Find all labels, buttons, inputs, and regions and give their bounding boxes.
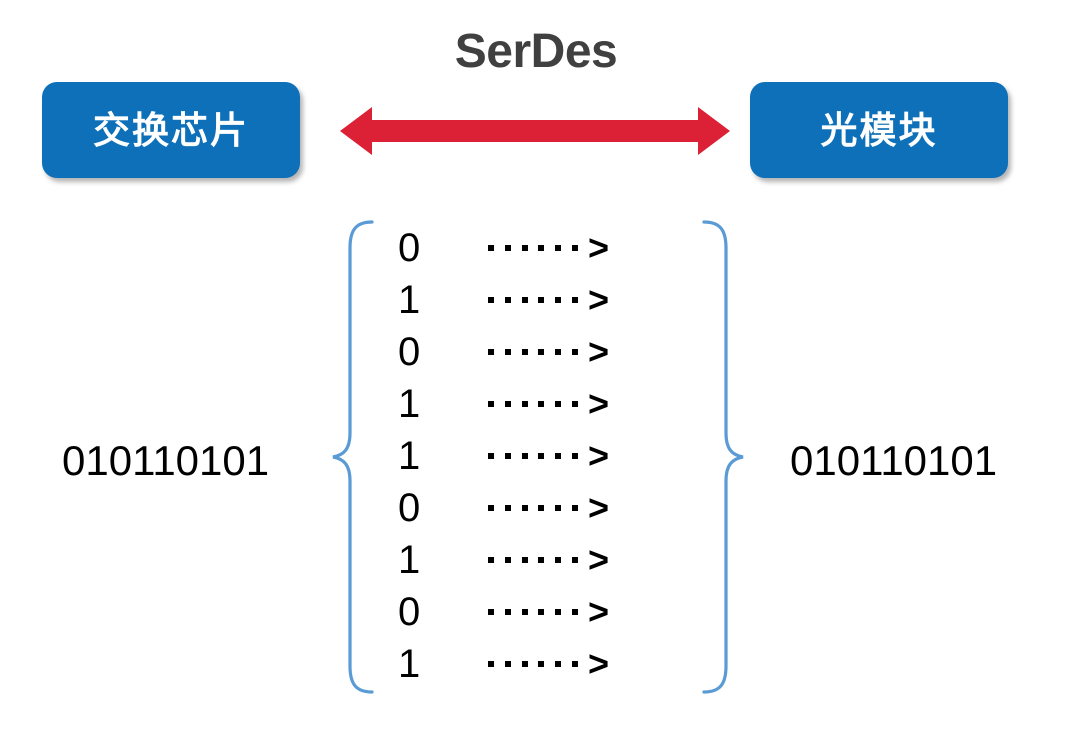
bit-lane-row: 0> (398, 482, 628, 534)
bit-value: 0 (398, 330, 421, 374)
bit-lane-row: 1> (398, 534, 628, 586)
lane-arrow-icon: > (588, 331, 610, 372)
dotted-line (488, 280, 578, 320)
lane-arrow-icon: > (588, 539, 610, 580)
bit-value: 1 (398, 538, 421, 582)
dotted-line (488, 384, 578, 424)
node-box-optical-module[interactable]: 光模块 (750, 82, 1008, 178)
dotted-line (488, 488, 578, 528)
bit-value: 1 (398, 434, 421, 478)
bit-lane-row: 0> (398, 326, 628, 378)
bit-value: 1 (398, 278, 421, 322)
lane-arrow-icon: > (588, 487, 610, 528)
right-curly-brace-icon (700, 218, 746, 696)
dotted-line (488, 540, 578, 580)
double-arrow-icon (334, 100, 736, 162)
dotted-line (488, 228, 578, 268)
dotted-line (488, 644, 578, 684)
lane-arrow-icon: > (588, 643, 610, 684)
bit-lane-row: 1> (398, 378, 628, 430)
node-label-optical-module: 光模块 (820, 109, 938, 151)
node-box-switch-chip[interactable]: 交换芯片 (42, 82, 300, 178)
dotted-line (488, 436, 578, 476)
bit-value: 0 (398, 590, 421, 634)
bit-value: 0 (398, 226, 421, 270)
bit-value: 1 (398, 642, 421, 686)
lane-arrow-icon: > (588, 227, 610, 268)
binary-stream-left: 010110101 (62, 437, 270, 484)
page-title: SerDes (454, 25, 618, 78)
dotted-line (488, 332, 578, 372)
dotted-line (488, 592, 578, 632)
lane-arrow-icon: > (588, 279, 610, 320)
binary-stream-right: 010110101 (790, 437, 998, 484)
node-label-switch-chip: 交换芯片 (93, 109, 249, 151)
bit-lane-list: 0>1>0>1>1>0>1>0>1> (398, 222, 628, 692)
lane-arrow-icon: > (588, 435, 610, 476)
bit-value: 0 (398, 486, 421, 530)
bit-lane-row: 0> (398, 586, 628, 638)
left-curly-brace-icon (330, 218, 376, 696)
bit-value: 1 (398, 382, 421, 426)
bit-lane-row: 1> (398, 638, 628, 690)
bit-lane-row: 0> (398, 222, 628, 274)
lane-arrow-icon: > (588, 591, 610, 632)
lane-arrow-icon: > (588, 383, 610, 424)
bit-lane-row: 1> (398, 430, 628, 482)
bit-lane-row: 1> (398, 274, 628, 326)
